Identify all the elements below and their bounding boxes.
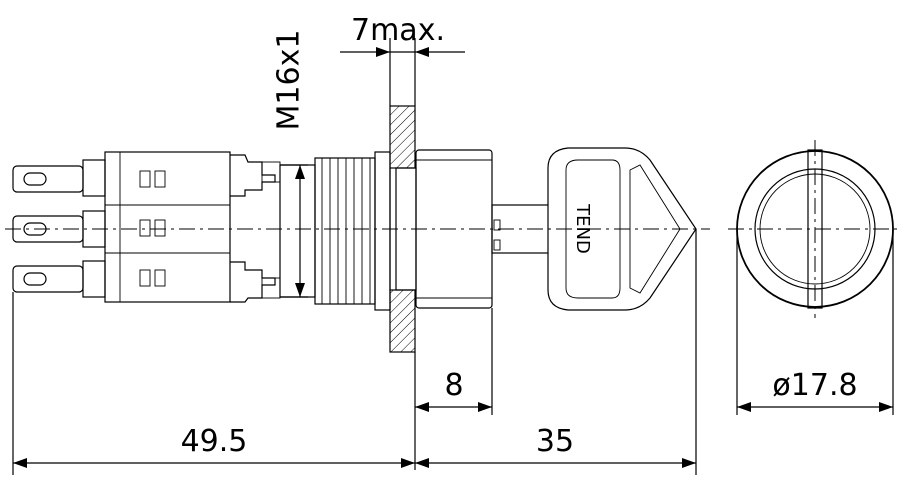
side-view: TEND (5, 105, 710, 353)
thread-housing (279, 151, 391, 311)
label-front-length: 35 (536, 424, 574, 459)
label-front-depth: 8 (444, 368, 463, 403)
terminal-top (12, 165, 84, 193)
label-panel-thickness: 7max. (351, 13, 445, 48)
dim-diameter: ø17.8 (736, 229, 894, 415)
label-rear-length: 49.5 (181, 424, 248, 459)
terminal-bottom (12, 265, 84, 293)
mounting-clips (230, 154, 281, 303)
label-thread: M16x1 (272, 30, 307, 131)
front-view (728, 140, 902, 318)
key-shank (491, 204, 549, 254)
label-diameter: ø17.8 (772, 368, 857, 403)
dim-front-depth: 8 (414, 308, 493, 470)
dim-rear-length: 49.5 (12, 292, 415, 475)
dim-thread: M16x1 (272, 30, 308, 298)
front-bezel (395, 149, 493, 309)
dim-front-length: 35 (415, 229, 697, 475)
dim-panel-thickness: 7max. (340, 13, 465, 106)
contact-block (104, 151, 231, 303)
mounting-panel (389, 105, 416, 353)
dimensions: 7max. M16x1 8 49.5 (12, 13, 894, 475)
key-marking: TEND (572, 203, 593, 254)
